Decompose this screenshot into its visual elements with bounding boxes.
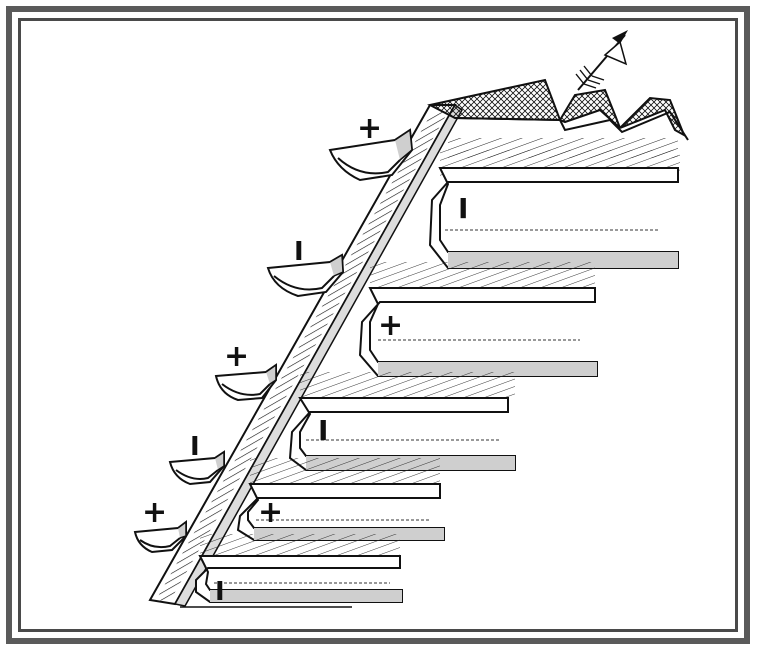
- bench-5: I: [180, 534, 402, 607]
- scoop-4: I: [170, 432, 224, 484]
- top-cap: [430, 80, 688, 158]
- bench-2: +: [360, 262, 597, 376]
- scoop-1-label: +: [357, 111, 382, 146]
- bench-3: I: [290, 372, 515, 470]
- bench-1: I: [430, 150, 680, 268]
- scoop-5: +: [135, 495, 186, 552]
- scoop-5-label: +: [142, 495, 167, 530]
- scoop-3: +: [216, 339, 276, 400]
- bench-1-label: I: [458, 192, 468, 225]
- scoop-3-label: +: [224, 339, 249, 374]
- scoop-4-label: I: [190, 432, 200, 462]
- bench-5-label: I: [215, 577, 225, 607]
- arrow-up-right-icon: [576, 30, 628, 90]
- bench-2-label: +: [378, 308, 403, 343]
- scoop-2-label: I: [294, 237, 304, 267]
- bench-4-label: +: [258, 495, 283, 530]
- bench-4: +: [238, 458, 444, 540]
- bench-3-label: I: [318, 414, 328, 447]
